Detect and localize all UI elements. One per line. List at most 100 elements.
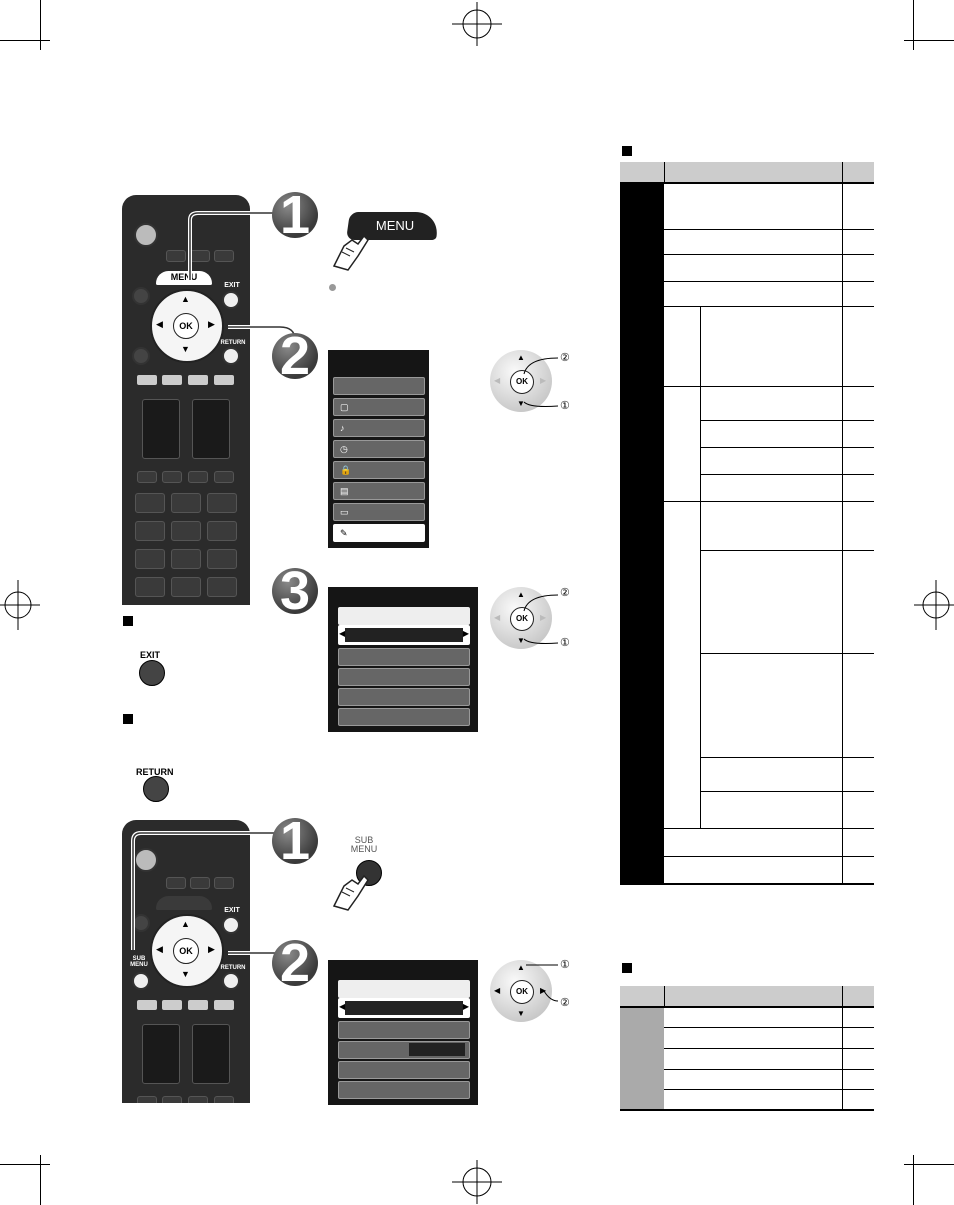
- sub-menu-item-selected[interactable]: ◀ ▶: [338, 998, 470, 1018]
- color-button-1[interactable]: [137, 375, 157, 385]
- color-button-3[interactable]: [188, 375, 208, 385]
- table-row-line: [700, 447, 874, 448]
- menu-item[interactable]: ▢: [333, 398, 425, 416]
- down-arrow-icon[interactable]: ▼: [181, 969, 190, 979]
- number-key[interactable]: [135, 549, 165, 569]
- up-arrow-icon: ▲: [517, 963, 525, 972]
- remote-control-top: MENU EXIT OK ▲ ▼ ◀ ▶ RETURN: [122, 195, 250, 605]
- number-key[interactable]: [171, 577, 201, 597]
- number-key[interactable]: [135, 521, 165, 541]
- volume-rocker[interactable]: [142, 399, 180, 459]
- submenu-item-selected[interactable]: ◀ ▶: [338, 625, 470, 645]
- small-button[interactable]: [137, 1096, 157, 1103]
- color-button-3[interactable]: [188, 1000, 208, 1010]
- sub-menu-button[interactable]: [132, 972, 150, 990]
- small-button[interactable]: [214, 471, 234, 483]
- table-row-line: [664, 254, 874, 255]
- sub-menu-button-illustration[interactable]: [356, 860, 382, 886]
- menu-button[interactable]: [156, 896, 212, 910]
- small-button[interactable]: [188, 1096, 208, 1103]
- right-arrow-icon[interactable]: ▶: [208, 319, 215, 329]
- menu-item[interactable]: [333, 377, 425, 395]
- number-key[interactable]: [207, 549, 237, 569]
- setup-icon: ✎: [340, 528, 348, 538]
- left-arrow-icon: ◀: [494, 376, 501, 385]
- timer-icon: ◷: [340, 444, 348, 454]
- submenu-item[interactable]: [338, 607, 470, 625]
- left-arrow-icon[interactable]: ◀: [156, 944, 163, 954]
- menu-item[interactable]: ◷: [333, 440, 425, 458]
- channel-rocker[interactable]: [192, 1024, 230, 1084]
- up-arrow-icon[interactable]: ▲: [181, 919, 190, 929]
- input-button[interactable]: [166, 877, 186, 889]
- sub-menu-item[interactable]: [338, 1041, 470, 1059]
- color-button-4[interactable]: [214, 1000, 234, 1010]
- submenu-item[interactable]: [338, 668, 470, 686]
- up-arrow-icon[interactable]: ▲: [181, 294, 190, 304]
- color-button-4[interactable]: [214, 375, 234, 385]
- up-arrow-icon: ▲: [517, 590, 525, 599]
- menu-item[interactable]: ▤: [333, 482, 425, 500]
- small-button[interactable]: [214, 1096, 234, 1103]
- submenu-item[interactable]: [338, 708, 470, 726]
- sub-menu-item[interactable]: [338, 980, 470, 998]
- menu-pill-label: MENU: [375, 218, 415, 233]
- volume-rocker[interactable]: [142, 1024, 180, 1084]
- exit-button[interactable]: [222, 291, 240, 309]
- down-arrow-icon: ▼: [517, 399, 525, 408]
- left-arrow-icon[interactable]: ◀: [156, 319, 163, 329]
- color-button-2[interactable]: [162, 375, 182, 385]
- ok-button[interactable]: OK: [173, 313, 199, 339]
- input-button[interactable]: [166, 250, 186, 262]
- ok-button-illustration: OK: [510, 607, 534, 631]
- sub-menu-item[interactable]: [338, 1061, 470, 1079]
- right-arrow-icon: ▶: [462, 1002, 469, 1011]
- number-key[interactable]: [135, 577, 165, 597]
- exit-button-illustration[interactable]: [139, 660, 165, 686]
- power-button[interactable]: [134, 223, 158, 247]
- exit-button[interactable]: [222, 916, 240, 934]
- menu-item-selected[interactable]: ✎: [333, 524, 425, 542]
- exit-label: EXIT: [224, 282, 240, 289]
- ok-button[interactable]: OK: [173, 938, 199, 964]
- color-button-2[interactable]: [162, 1000, 182, 1010]
- table-row-line: [700, 550, 874, 551]
- input-button[interactable]: [214, 877, 234, 889]
- table-row-line: [700, 757, 874, 758]
- sub-menu-item[interactable]: [338, 1081, 470, 1099]
- side-button[interactable]: [132, 287, 150, 305]
- small-button[interactable]: [162, 471, 182, 483]
- return-button[interactable]: [222, 347, 240, 365]
- right-arrow-icon[interactable]: ▶: [208, 944, 215, 954]
- menu-item[interactable]: 🔒: [333, 461, 425, 479]
- small-button[interactable]: [162, 1096, 182, 1103]
- input-button[interactable]: [214, 250, 234, 262]
- step-number-2: 2: [272, 936, 318, 990]
- exit-button-label: EXIT: [140, 650, 161, 660]
- power-button[interactable]: [134, 848, 158, 872]
- small-button[interactable]: [188, 471, 208, 483]
- number-key[interactable]: [171, 493, 201, 513]
- number-key[interactable]: [171, 521, 201, 541]
- side-button[interactable]: [132, 347, 150, 365]
- sub-menu-item[interactable]: [338, 1021, 470, 1039]
- number-key[interactable]: [207, 577, 237, 597]
- channel-rocker[interactable]: [192, 399, 230, 459]
- return-button-illustration[interactable]: [143, 776, 169, 802]
- input-button[interactable]: [190, 877, 210, 889]
- number-key[interactable]: [207, 493, 237, 513]
- down-arrow-icon[interactable]: ▼: [181, 344, 190, 354]
- document-icon: ▤: [340, 486, 349, 496]
- submenu-item[interactable]: [338, 688, 470, 706]
- number-key[interactable]: [171, 549, 201, 569]
- number-key[interactable]: [135, 493, 165, 513]
- color-button-1[interactable]: [137, 1000, 157, 1010]
- menu-item[interactable]: ♪: [333, 419, 425, 437]
- return-button[interactable]: [222, 972, 240, 990]
- right-arrow-icon: ▶: [540, 376, 547, 385]
- number-key[interactable]: [207, 521, 237, 541]
- small-button[interactable]: [137, 471, 157, 483]
- menu-button[interactable]: [156, 271, 212, 285]
- menu-item[interactable]: ▭: [333, 503, 425, 521]
- submenu-item[interactable]: [338, 648, 470, 666]
